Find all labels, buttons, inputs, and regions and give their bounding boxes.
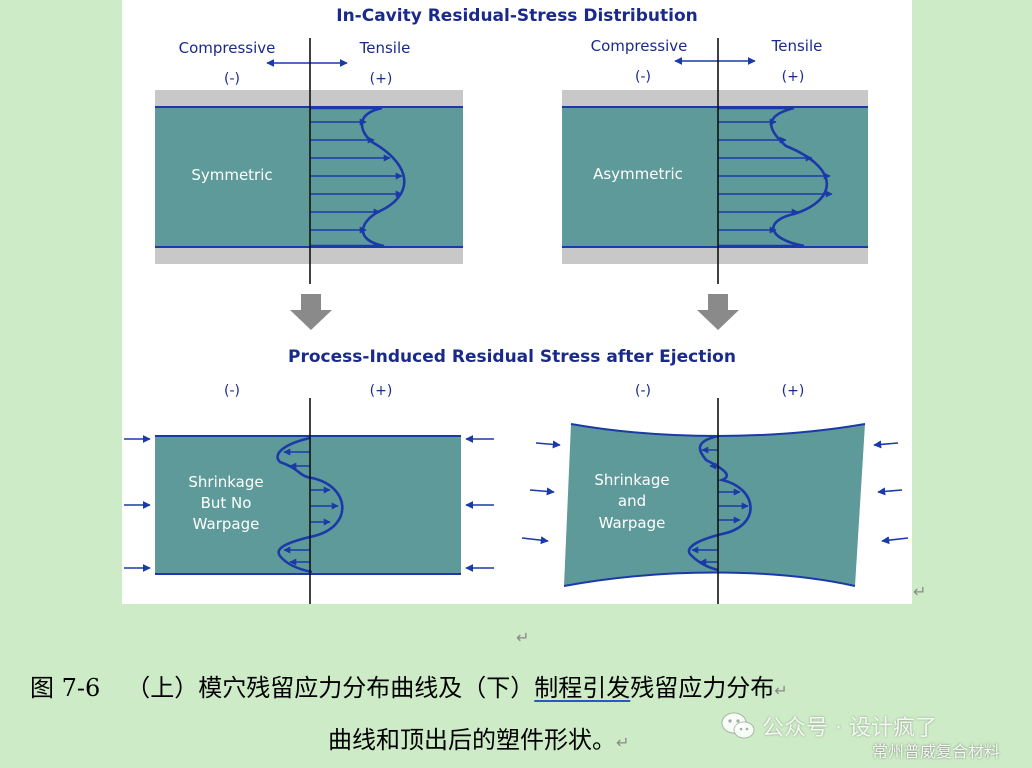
bottom-left-stress-curve	[276, 436, 344, 574]
figure-number: 图 7-6	[30, 674, 101, 702]
residual-stress-figure: In-Cavity Residual-Stress Distribution P…	[122, 0, 912, 604]
asymmetric-label: Asymmetric	[593, 165, 683, 183]
plus-sign-top-right: (+)	[782, 69, 805, 85]
tensile-label-left: Tensile	[359, 39, 411, 57]
plus-sign-bottom-right: (+)	[782, 383, 805, 399]
caption-text-a: （上）模穴残留应力分布曲线及（下）	[126, 674, 535, 702]
minus-sign-bottom-right: (-)	[635, 383, 651, 399]
shrink-nowarp-line3: Warpage	[193, 515, 260, 533]
minus-sign-bottom-left: (-)	[224, 383, 240, 399]
caption-text-line2: 曲线和顶出后的塑件形状。	[328, 726, 616, 754]
asymmetric-stress-curve	[718, 106, 829, 248]
minus-sign-top-right: (-)	[635, 69, 651, 85]
symmetric-cavity-panel: Symmetric	[155, 90, 463, 264]
bottom-right-stress-curve	[687, 434, 752, 572]
shrink-warp-line3: Warpage	[599, 514, 666, 532]
caption-link-text[interactable]: 制程引发	[534, 674, 631, 702]
bottom-title: Process-Induced Residual Stress after Ej…	[288, 347, 736, 367]
figure-caption-line2: 曲线和顶出后的塑件形状。↵	[328, 720, 629, 755]
symmetric-stress-curve	[310, 106, 406, 248]
caption-text-b: 残留应力分布	[630, 674, 775, 702]
stress-arrows-bottom-right	[691, 446, 749, 566]
wechat-watermark: 公众号 · 设计疯了	[720, 710, 937, 742]
return-mark-empty-line: ↵	[516, 628, 530, 647]
compressive-label-left: Compressive	[179, 39, 276, 57]
return-mark-caption1: ↵	[774, 681, 788, 700]
asymmetric-cavity-panel: Asymmetric	[562, 90, 868, 264]
shrink-warp-line2: and	[618, 492, 646, 510]
stress-arrows-symmetric	[310, 118, 403, 234]
compressive-label-right: Compressive	[591, 37, 688, 55]
top-title: In-Cavity Residual-Stress Distribution	[336, 6, 698, 26]
return-mark-figure: ↵	[913, 582, 927, 601]
plus-sign-bottom-left: (+)	[370, 383, 393, 399]
shrink-nowarp-line1: Shrinkage	[188, 473, 263, 491]
shrinkage-and-warpage-part: Shrinkage and Warpage	[521, 423, 909, 587]
symmetric-label: Symmetric	[191, 166, 272, 184]
down-arrow-left	[290, 294, 332, 330]
figure-caption-line1: 图 7-6 （上）模穴残留应力分布曲线及（下）制程引发残留应力分布↵	[30, 668, 788, 703]
company-watermark: 常州普威复合材料	[872, 742, 1001, 761]
down-arrow-right	[697, 294, 739, 330]
stress-arrows-asymmetric	[718, 118, 833, 234]
tensile-label-right: Tensile	[771, 37, 823, 55]
stress-diagram-svg: In-Cavity Residual-Stress Distribution P…	[124, 6, 909, 604]
minus-sign-top-left: (-)	[224, 71, 240, 87]
shrink-warp-line1: Shrinkage	[594, 471, 669, 489]
shrinkage-no-warpage-part: Shrinkage But No Warpage	[124, 435, 494, 575]
return-mark-caption2: ↵	[616, 733, 630, 752]
stress-arrows-bottom-left	[283, 448, 339, 566]
plus-sign-top-left: (+)	[370, 71, 393, 87]
watermark-text: 公众号 · 设计疯了	[762, 716, 937, 741]
shrink-nowarp-line2: But No	[201, 494, 252, 512]
wechat-icon	[721, 712, 755, 739]
